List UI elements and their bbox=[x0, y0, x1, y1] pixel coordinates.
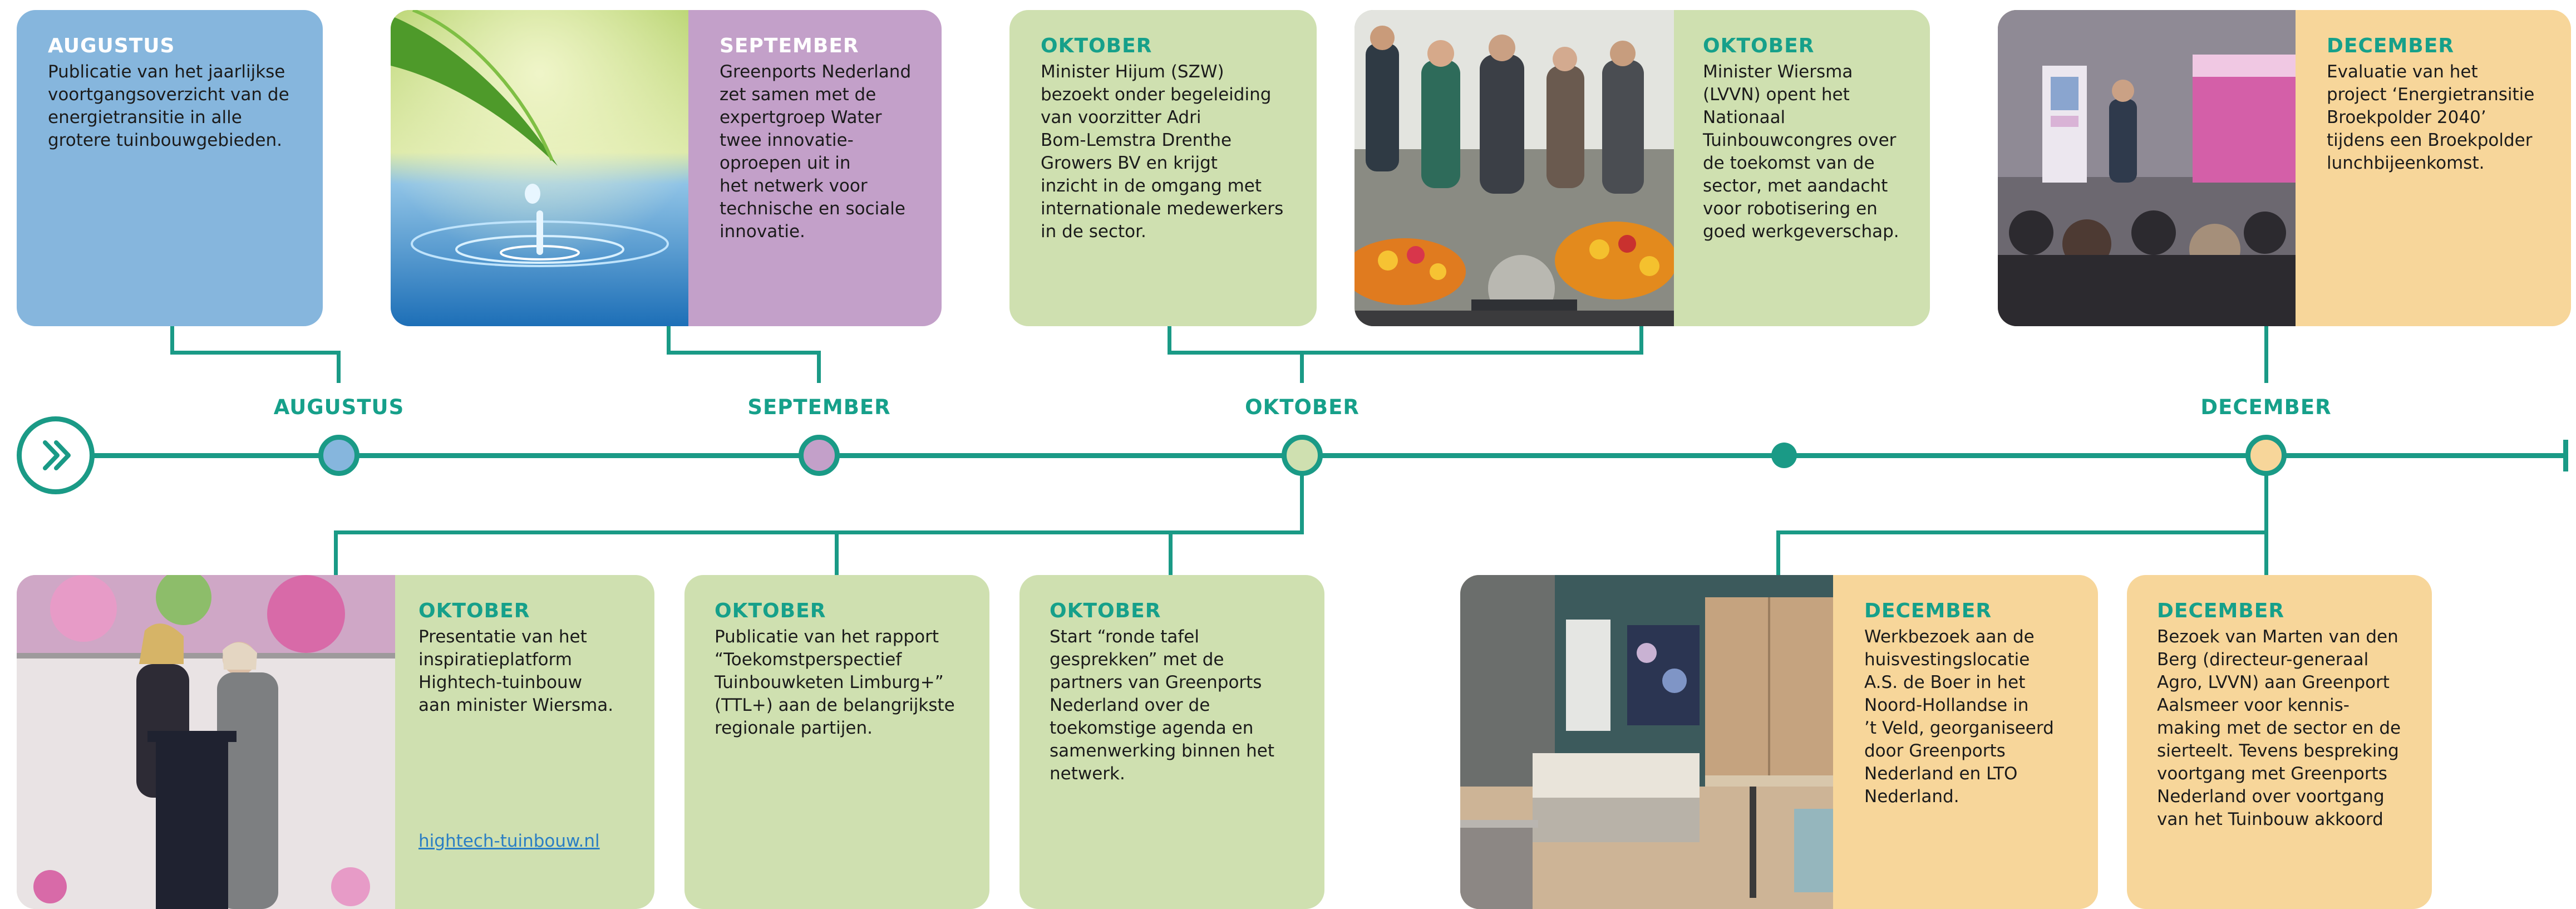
timeline-dot-december bbox=[2245, 435, 2287, 476]
event-text: Bezoek van Marten van den Berg (directeu… bbox=[2157, 627, 2401, 829]
event-text: Publicatie van het jaarlijkse voortgangs… bbox=[48, 62, 289, 150]
event-card-october-3: OKTOBER Presentatie van het inspiratiepl… bbox=[17, 575, 654, 909]
event-card-december-3: DECEMBER Bezoek van Marten van den Berg … bbox=[2127, 575, 2432, 909]
event-card-october-5: OKTOBER Start “ronde tafel gesprekken” m… bbox=[1019, 575, 1324, 909]
connector bbox=[667, 326, 671, 353]
event-card-december-2: DECEMBER Werkbezoek aan de huisvestingsl… bbox=[1460, 575, 2098, 909]
event-caption: DECEMBER Werkbezoek aan de huisvestingsl… bbox=[1833, 575, 2098, 909]
connector bbox=[334, 530, 338, 575]
event-card-august: AUGUSTUS Publicatie van het jaarlijkse v… bbox=[17, 10, 323, 326]
connector bbox=[1169, 530, 1173, 575]
event-month: SEPTEMBER bbox=[720, 35, 859, 57]
event-caption: OKTOBER Minister Wiersma (LVVN) opent he… bbox=[1674, 10, 1930, 326]
timeline-dot-august bbox=[318, 435, 359, 476]
connector bbox=[170, 351, 341, 355]
timeline-month-label: SEPTEMBER bbox=[747, 395, 891, 419]
connector bbox=[2264, 326, 2268, 383]
connector bbox=[1168, 351, 1643, 355]
connector bbox=[1300, 473, 1304, 534]
event-month: AUGUSTUS bbox=[48, 35, 175, 57]
platform-presentation-photo bbox=[17, 575, 395, 909]
event-card-december-1: DECEMBER Evaluatie van het project ‘Ener… bbox=[1998, 10, 2571, 326]
event-card-october-4: OKTOBER Publicatie van het rapport “Toek… bbox=[684, 575, 989, 909]
event-card-october-2: OKTOBER Minister Wiersma (LVVN) opent he… bbox=[1355, 10, 1930, 326]
event-caption: OKTOBER Presentatie van het inspiratiepl… bbox=[395, 575, 654, 909]
event-card-october-1: OKTOBER Minister Hijum (SZW) bezoekt ond… bbox=[1009, 10, 1317, 326]
timeline-month-label: AUGUSTUS bbox=[273, 395, 405, 419]
event-text: Greenports Nederland zet samen met de ex… bbox=[720, 62, 912, 242]
event-text: Minister Wiersma (LVVN) opent het Nation… bbox=[1703, 62, 1899, 242]
timeline-month-label: DECEMBER bbox=[2200, 395, 2332, 419]
event-month: OKTOBER bbox=[418, 600, 530, 622]
hightech-tuinbouw-link[interactable]: hightech-tuinbouw.nl bbox=[418, 831, 600, 851]
event-caption: OKTOBER Minister Hijum (SZW) bezoekt ond… bbox=[1009, 10, 1317, 326]
event-caption: DECEMBER Bezoek van Marten van den Berg … bbox=[2127, 575, 2432, 909]
event-month: OKTOBER bbox=[1050, 600, 1161, 622]
event-text: Presentatie van het inspiratieplatform H… bbox=[418, 627, 614, 715]
connector bbox=[835, 530, 839, 575]
connector bbox=[170, 326, 174, 353]
event-text: Werkbezoek aan de huisvestingslocatie A.… bbox=[1864, 627, 2054, 807]
event-month: DECEMBER bbox=[2157, 600, 2285, 622]
presentation-photo bbox=[1998, 10, 2296, 326]
event-caption: AUGUSTUS Publicatie van het jaarlijkse v… bbox=[17, 10, 323, 326]
event-caption: OKTOBER Start “ronde tafel gesprekken” m… bbox=[1019, 575, 1324, 909]
connector bbox=[1639, 326, 1643, 353]
connector bbox=[667, 351, 821, 355]
timeline-dot-november bbox=[1771, 443, 1797, 468]
event-caption: DECEMBER Evaluatie van het project ‘Ener… bbox=[2296, 10, 2571, 326]
connector bbox=[337, 351, 341, 383]
timeline-dot-october bbox=[1282, 435, 1323, 476]
timeline-end-cap bbox=[2563, 440, 2568, 471]
timeline-dot-september bbox=[799, 435, 840, 476]
event-caption: OKTOBER Publicatie van het rapport “Toek… bbox=[684, 575, 989, 909]
connector bbox=[817, 351, 821, 383]
timeline-start-button[interactable] bbox=[17, 416, 95, 494]
connector bbox=[334, 530, 1304, 534]
event-card-september: SEPTEMBER Greenports Nederland zet samen… bbox=[391, 10, 942, 326]
housing-room-photo bbox=[1460, 575, 1833, 909]
congress-panel-photo bbox=[1355, 10, 1674, 326]
event-month: DECEMBER bbox=[2327, 35, 2455, 57]
event-text: Publicatie van het rapport “Toekomstpers… bbox=[715, 627, 955, 738]
event-month: OKTOBER bbox=[1041, 35, 1152, 57]
event-month: DECEMBER bbox=[1864, 600, 1992, 622]
event-month: OKTOBER bbox=[715, 600, 826, 622]
water-drop-photo bbox=[391, 10, 688, 326]
event-text: Evaluatie van het project ‘Energietransi… bbox=[2327, 62, 2535, 173]
event-caption: SEPTEMBER Greenports Nederland zet samen… bbox=[688, 10, 942, 326]
event-month: OKTOBER bbox=[1703, 35, 1815, 57]
event-text: Minister Hijum (SZW) bezoekt onder begel… bbox=[1041, 62, 1284, 242]
timeline-month-label: OKTOBER bbox=[1245, 395, 1360, 419]
connector bbox=[2264, 473, 2268, 575]
double-chevron-right-icon bbox=[43, 440, 71, 470]
connector bbox=[1168, 326, 1171, 353]
connector bbox=[1776, 530, 2268, 534]
event-text: Start “ronde tafel gesprekken” met de pa… bbox=[1050, 627, 1275, 784]
connector bbox=[1300, 351, 1304, 383]
connector bbox=[1776, 530, 1780, 575]
